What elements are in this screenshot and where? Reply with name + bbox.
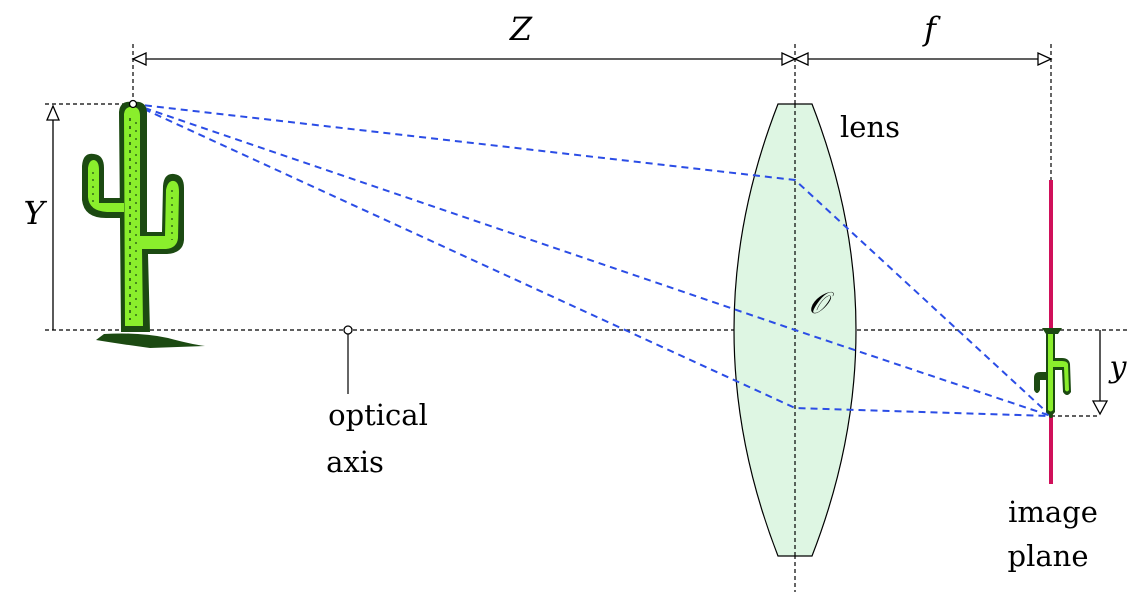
f-label: f — [922, 10, 941, 48]
y-image-dimension — [1091, 330, 1109, 416]
y-image-label: y — [1108, 350, 1128, 385]
image-plane-label-line1: image — [1008, 495, 1098, 529]
y-object-dimension — [46, 104, 60, 330]
light-rays — [132, 103, 1052, 417]
lens-label: lens — [840, 110, 900, 144]
optical-center-marker — [343, 325, 353, 335]
optical-axis-label-line1: optical — [328, 398, 428, 432]
z-label: Z — [509, 10, 533, 48]
optical-axis-label-line2: axis — [326, 445, 384, 479]
image-plane-label-line2: plane — [1008, 539, 1089, 573]
f-dimension — [793, 51, 1053, 67]
cactus-icon — [82, 99, 205, 348]
z-dimension — [131, 51, 797, 67]
y-object-label: Y — [23, 194, 47, 232]
inverted-cactus-icon — [1034, 328, 1071, 418]
